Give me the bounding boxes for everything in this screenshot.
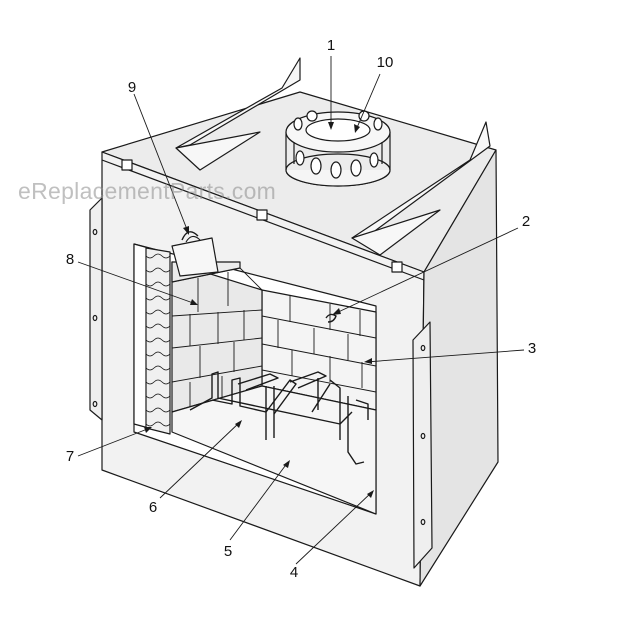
callout-5: 5 [223,543,233,560]
arrow-3 [364,358,372,364]
arrow-2 [332,308,341,315]
watermark-text: eReplacementParts.com [18,178,277,204]
arrow-1 [328,122,334,130]
arrow-8 [190,299,198,305]
right-flange-hole-2 [421,434,425,439]
leader-3 [366,350,524,362]
callout-4: 4 [289,564,299,581]
leader-10 [356,74,380,130]
arrow-5 [283,460,290,468]
left-flange-hole-2 [93,316,97,321]
right-flange-hole-1 [421,346,425,351]
rim-clip-left [122,160,132,170]
rim-clip-middle [257,210,267,220]
callout-6: 6 [148,499,158,516]
leader-4 [296,492,372,564]
left-flange-hole-1 [93,230,97,235]
arrow-7 [144,427,152,433]
left-flange-hole-3 [93,402,97,407]
leader-9 [134,94,188,232]
arrow-6 [235,420,242,428]
back-wall-brick-lines [262,296,376,392]
callout-3: 3 [527,340,537,357]
leader-8 [78,262,196,304]
leader-lines [78,56,524,564]
leader-7 [78,428,150,456]
callout-9: 9 [127,79,137,96]
damper-handle [326,314,336,322]
log-grate [190,372,368,464]
right-mid-standoff [352,210,440,255]
side-insulation-panel [134,244,170,434]
callout-1: 1 [326,37,336,54]
callout-2: 2 [521,213,531,230]
callout-8: 8 [65,251,75,268]
right-nailing-flange [413,322,432,568]
refractory-retainer-clip [172,232,218,276]
rim-clip-right [392,262,402,272]
callout-10: 10 [376,54,394,71]
arrow-10 [354,124,360,133]
leader-6 [160,422,240,498]
flue-collar [286,111,390,186]
arrow-9 [183,226,189,235]
left-nailing-flange [90,198,102,420]
callout-7: 7 [65,448,75,465]
leader-2 [334,228,518,314]
leader-arrowheads [144,122,374,498]
arrow-4 [367,490,374,498]
left-mid-standoff [176,132,260,170]
right-flange-hole-3 [421,520,425,525]
leader-5 [230,462,288,540]
